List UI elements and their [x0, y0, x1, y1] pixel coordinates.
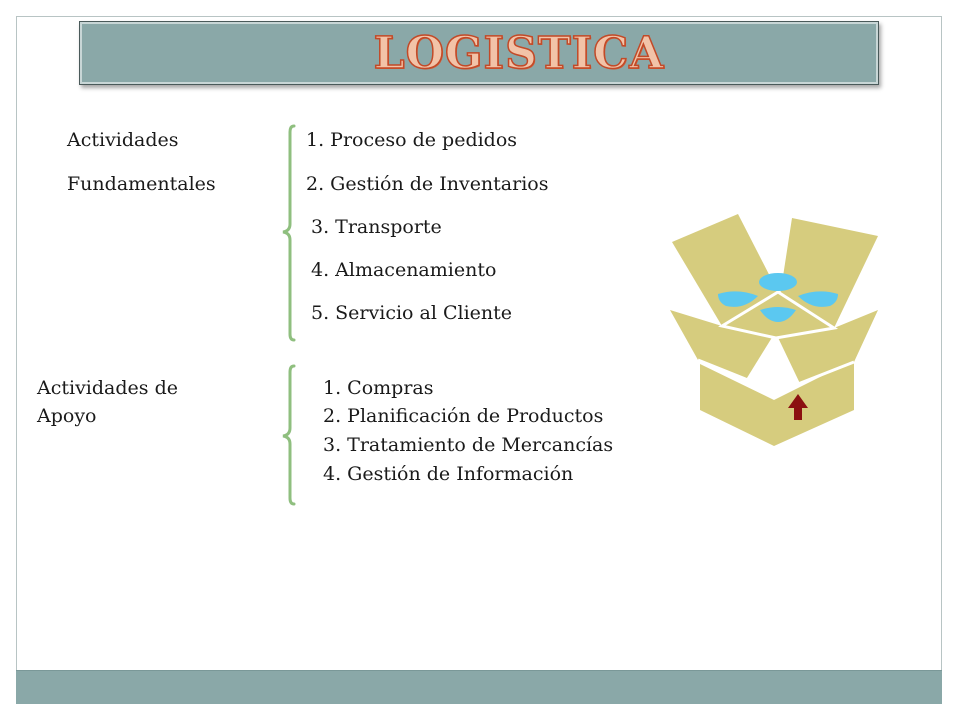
fundamental-item-3: 3. Transporte — [311, 216, 442, 238]
fundamental-item-5: 5. Servicio al Cliente — [311, 302, 513, 324]
support-item-4: 4. Gestión de Información — [323, 463, 574, 485]
support-brace — [282, 364, 296, 506]
fundamental-label-line2: Fundamentales — [67, 173, 216, 195]
up-arrow-icon — [788, 394, 808, 420]
support-item-3: 3. Tratamiento de Mercancías — [323, 434, 614, 456]
support-label-line1: Actividades de — [37, 377, 178, 399]
box-dot-left — [718, 291, 758, 307]
support-item-2: 2. Planificación de Productos — [323, 405, 604, 427]
support-item-1: 1. Compras — [323, 377, 434, 399]
open-box-icon — [670, 214, 878, 446]
fundamental-item-1: 1. Proceso de pedidos — [306, 129, 518, 151]
fundamental-brace — [282, 124, 296, 342]
footer-bar — [16, 670, 942, 704]
title-banner — [79, 21, 879, 85]
fundamental-item-2: 2. Gestión de Inventarios — [306, 173, 549, 195]
box-dot-top — [759, 273, 797, 291]
box-dot-bottom — [760, 307, 796, 322]
box-dot-right — [798, 291, 838, 307]
fundamental-label-line1: Actividades — [67, 129, 179, 151]
slide-title: LOGISTICA — [373, 27, 665, 80]
fundamental-item-4: 4. Almacenamiento — [311, 259, 497, 281]
support-label-line2: Apoyo — [37, 405, 97, 427]
